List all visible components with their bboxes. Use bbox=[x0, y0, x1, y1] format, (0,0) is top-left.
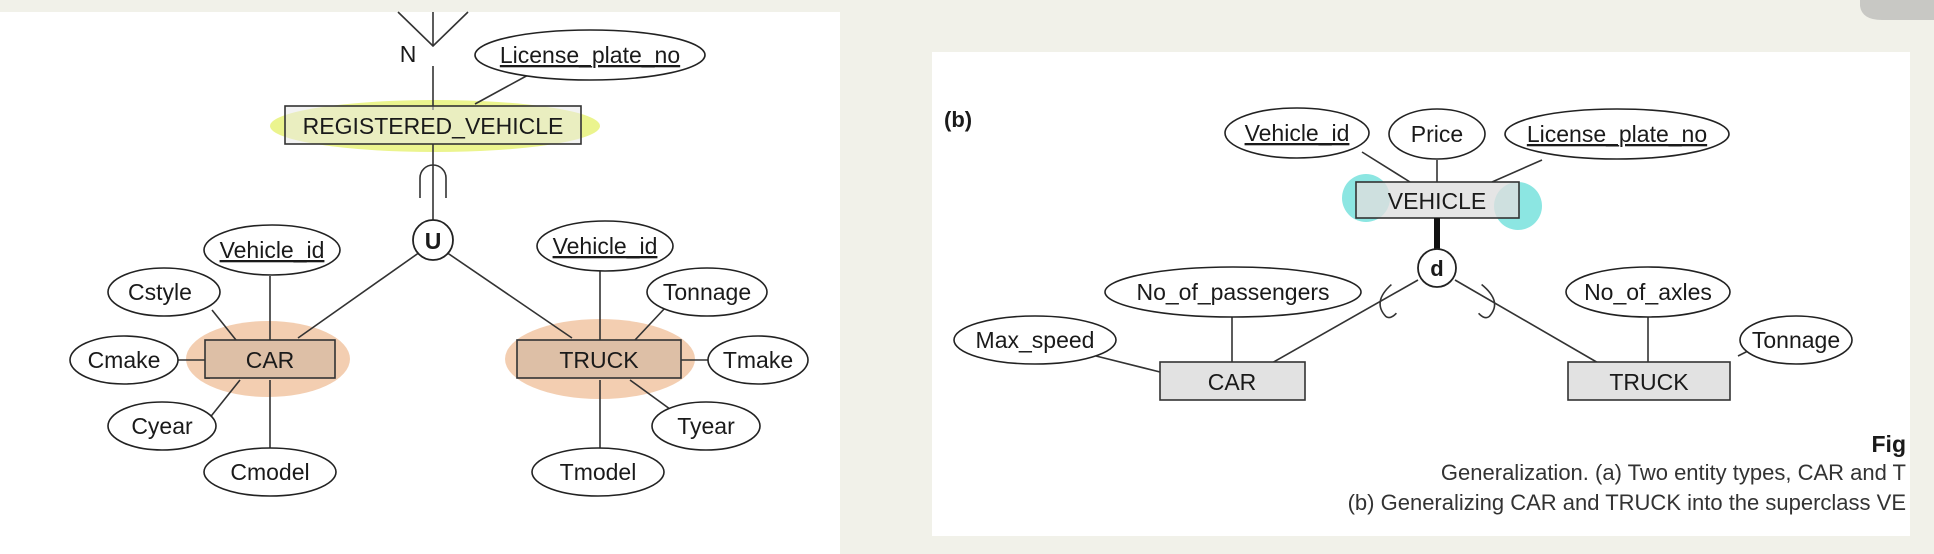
subset-symbol-car bbox=[1379, 283, 1398, 319]
subset-symbol bbox=[419, 164, 447, 198]
vehicle-attr-plate-label: License_plate_no bbox=[1527, 121, 1707, 147]
truck-attr-axles-label: No_of_axles bbox=[1584, 279, 1712, 305]
entity-truck-a-label: TRUCK bbox=[559, 347, 639, 373]
attr-license-plate bbox=[474, 29, 706, 81]
truck-attr-tyear-label: Tyear bbox=[677, 413, 735, 439]
truck-attr-tmodel bbox=[531, 447, 665, 497]
entity-truck-a bbox=[516, 339, 682, 379]
entity-truck-b bbox=[1567, 361, 1731, 401]
car-attr-cmodel-label: Cmodel bbox=[230, 459, 309, 485]
car-attr-passengers bbox=[1104, 266, 1362, 318]
entity-vehicle bbox=[1355, 181, 1520, 219]
entity-car-b-label: CAR bbox=[1208, 369, 1257, 395]
truck-attr-tonnage-b bbox=[1739, 315, 1853, 365]
car-attr-cyear-label: Cyear bbox=[131, 413, 193, 439]
car-attr-max-speed-label: Max_speed bbox=[976, 327, 1095, 353]
entity-registered-vehicle-label: REGISTERED_VEHICLE bbox=[303, 113, 564, 139]
truck-attr-tmodel-label: Tmodel bbox=[560, 459, 637, 485]
car-attr-cmake bbox=[69, 335, 179, 385]
vehicle-attr-price-label: Price bbox=[1411, 121, 1463, 147]
caption-line-2: (b) Generalizing CAR and TRUCK into the … bbox=[1348, 490, 1906, 515]
vehicle-attr-price bbox=[1388, 108, 1486, 160]
diagram-b: (b) Vehicle_id Price License_plate_no VE… bbox=[944, 107, 1906, 515]
truck-attr-tmake-label: Tmake bbox=[723, 347, 793, 373]
car-attr-cmake-label: Cmake bbox=[88, 347, 161, 373]
union-node bbox=[412, 219, 454, 261]
diagram-b-label: (b) bbox=[944, 107, 972, 132]
entity-vehicle-label: VEHICLE bbox=[1388, 188, 1486, 214]
entity-registered-vehicle bbox=[284, 105, 582, 145]
entity-truck-b-label: TRUCK bbox=[1609, 369, 1689, 395]
car-attr-vehicle-id bbox=[203, 224, 341, 276]
truck-attr-tyear bbox=[651, 401, 761, 451]
subset-symbol-truck bbox=[1477, 283, 1496, 319]
entity-car-b bbox=[1159, 361, 1306, 401]
truck-attr-vehicle-id bbox=[536, 220, 674, 272]
truck-attr-vehicle-id-label: Vehicle_id bbox=[553, 233, 658, 259]
cardinality-n: N bbox=[400, 41, 417, 67]
truck-attr-tonnage-label: Tonnage bbox=[663, 279, 751, 305]
corner-widget bbox=[1860, 0, 1934, 20]
car-attr-cstyle-label: Cstyle bbox=[128, 279, 192, 305]
vehicle-attr-id-label: Vehicle_id bbox=[1245, 120, 1350, 146]
disjoint-node bbox=[1417, 248, 1457, 288]
disjoint-symbol: d bbox=[1430, 256, 1443, 281]
vehicle-attr-plate bbox=[1504, 108, 1730, 160]
attr-license-plate-label: License_plate_no bbox=[500, 42, 680, 68]
caption-line-1: Generalization. (a) Two entity types, CA… bbox=[1441, 460, 1906, 485]
entity-car-a bbox=[204, 339, 336, 379]
car-attr-cmodel bbox=[203, 447, 337, 497]
figure-label: Fig bbox=[1872, 431, 1907, 457]
car-attr-max-speed bbox=[953, 315, 1117, 365]
truck-attr-tmake bbox=[707, 335, 809, 385]
car-attr-passengers-label: No_of_passengers bbox=[1136, 279, 1329, 305]
truck-attr-axles bbox=[1565, 266, 1731, 318]
union-symbol: U bbox=[425, 228, 442, 254]
diagram-a: N License_plate_no REGISTERED_VEHICLE U … bbox=[69, 11, 809, 497]
entity-car-a-label: CAR bbox=[246, 347, 295, 373]
car-attr-vehicle-id-label: Vehicle_id bbox=[220, 237, 325, 263]
car-attr-cstyle bbox=[107, 267, 221, 317]
truck-attr-tonnage bbox=[646, 267, 768, 317]
vehicle-attr-id bbox=[1224, 107, 1370, 159]
truck-attr-tonnage-b-label: Tonnage bbox=[1752, 327, 1840, 353]
car-attr-cyear bbox=[107, 401, 217, 451]
